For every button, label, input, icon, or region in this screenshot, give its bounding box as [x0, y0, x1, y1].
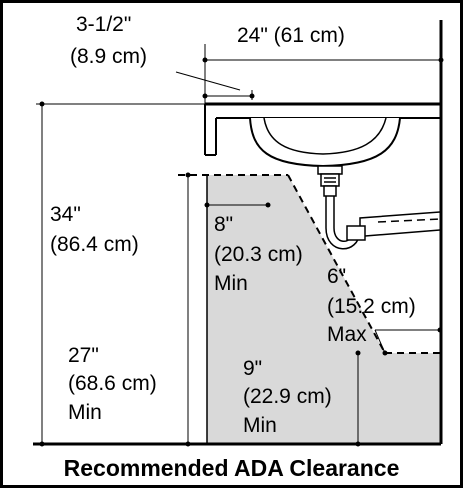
- knee-depth-metric-label: (20.3 cm): [214, 243, 303, 266]
- knee-height-qualifier-label: Min: [68, 401, 102, 424]
- vanity-depth-label: 24" (61 cm): [237, 24, 345, 48]
- overhang-imperial-label: 3-1/2": [76, 13, 132, 36]
- toe-depth-imperial-label: 9": [243, 357, 263, 380]
- drain-tailpiece: [317, 165, 343, 197]
- vanity-depth-metric: (61 cm): [273, 24, 345, 47]
- clearance-zone: [207, 175, 440, 444]
- p-trap: [325, 196, 441, 250]
- sink-bowl: [249, 117, 401, 168]
- toe-depth-metric-label: (22.9 cm): [243, 385, 332, 408]
- knee-height-imperial-label: 27": [68, 344, 99, 367]
- toe-height-imperial-label: 6": [327, 265, 347, 288]
- toe-height-qualifier-label: Max: [327, 323, 367, 346]
- diagram-title: Recommended ADA Clearance: [63, 455, 400, 481]
- counter-height-metric-label: (86.4 cm): [50, 233, 139, 256]
- knee-depth-qualifier-label: Min: [214, 272, 248, 295]
- counter-height-imperial-label: 34": [50, 203, 81, 226]
- knee-depth-imperial-label: 8": [214, 213, 234, 236]
- dimension-lines: [36, 44, 441, 444]
- dimension-ticks: [39, 57, 444, 447]
- overhang-metric-label: (8.9 cm): [70, 45, 148, 68]
- toe-height-metric-label: (15.2 cm): [327, 295, 416, 318]
- vanity-depth-imperial: 24": [237, 24, 268, 47]
- toe-depth-qualifier-label: Min: [243, 414, 277, 437]
- knee-height-metric-label: (68.6 cm): [68, 372, 157, 395]
- clearance-boundary: [178, 174, 440, 444]
